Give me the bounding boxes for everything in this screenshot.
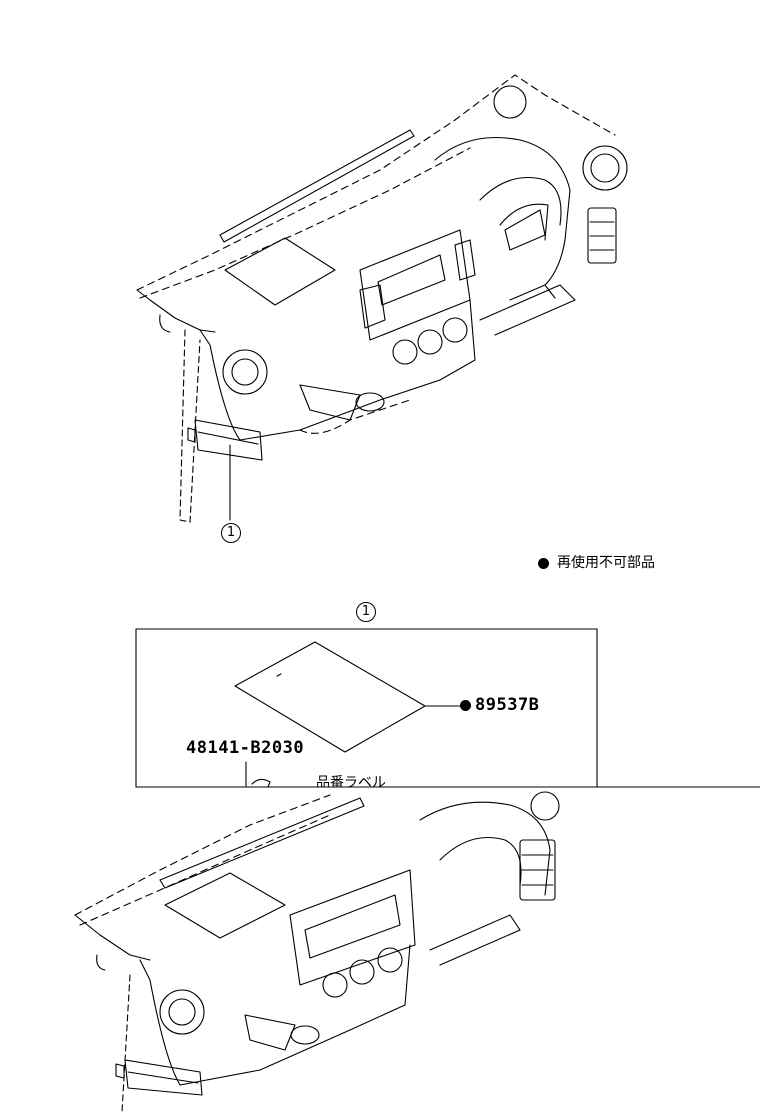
callout-detail: 1	[356, 600, 376, 622]
part-89537b: 89537B	[460, 695, 539, 715]
legend: 再使用不可部品	[538, 552, 655, 572]
sheet-part-shape	[234, 641, 426, 753]
dashboard-illustration-bottom	[74, 791, 560, 1112]
module-component-top	[187, 419, 263, 461]
part-48141-b2030-number: 48141-B2030	[186, 738, 305, 758]
callout-main-number: 1	[221, 523, 241, 543]
label-name: 品番ラベル	[316, 775, 386, 787]
bullet-icon	[460, 699, 471, 711]
legend-text: 再使用不可部品	[557, 555, 655, 571]
dashboard-illustration-top	[136, 74, 628, 523]
callout-detail-number: 1	[356, 602, 376, 622]
part-89537b-number: 89537B	[475, 695, 540, 715]
label-name-clip: 品番ラベル	[316, 770, 436, 787]
bullet-icon	[538, 557, 549, 569]
callout-main: 1	[221, 521, 241, 543]
part-48141-b2030: 48141-B2030	[186, 738, 304, 758]
